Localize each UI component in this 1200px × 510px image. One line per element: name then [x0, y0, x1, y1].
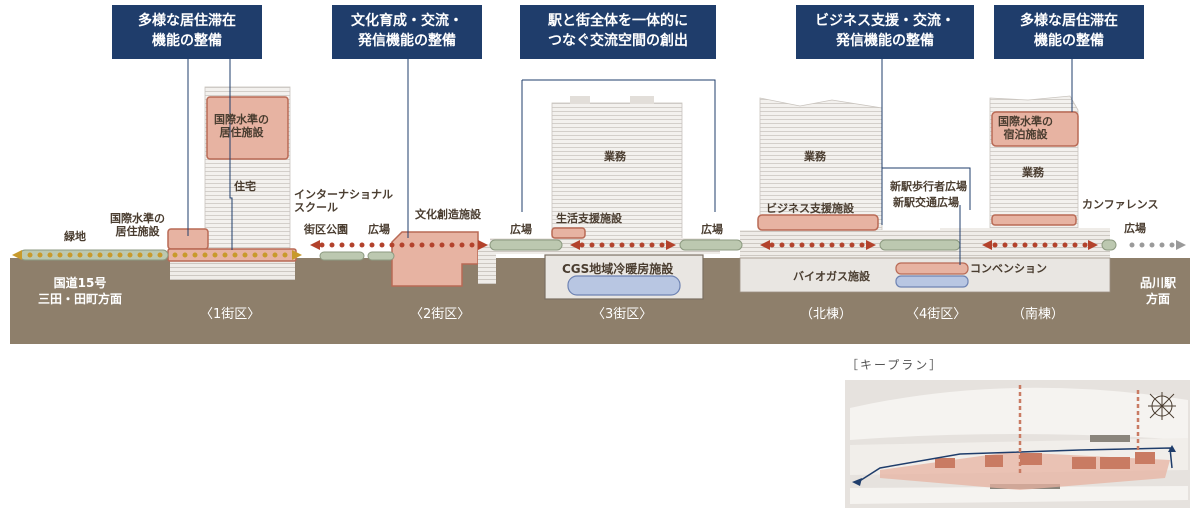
label-housing: 住宅 [234, 180, 256, 193]
label-office-north: 業務 [804, 150, 826, 163]
convention-hall [895, 262, 969, 275]
culture-block [391, 231, 496, 287]
key-plan [845, 380, 1190, 508]
callout-residence-1: 多様な居住滞在 機能の整備 [112, 5, 262, 59]
label-intl-residence-tower: 国際水準の 居住施設 [214, 113, 269, 139]
tower-3 [490, 96, 720, 300]
district-south: （南棟） [1012, 307, 1065, 322]
label-convention: コンベンション [970, 262, 1047, 275]
label-shinagawa: 品川駅 方面 [1140, 276, 1177, 306]
leader-lines [187, 55, 1073, 265]
district-3: 〈3街区〉 [592, 307, 653, 322]
label-transport-plaza: 新駅交通広場 [893, 196, 959, 209]
district-2: 〈2街区〉 [410, 307, 471, 322]
label-intl-residence: 国際水準の 居住施設 [110, 212, 165, 238]
callout-culture: 文化育成・交流・ 発信機能の整備 [332, 5, 482, 59]
compass-icon [1148, 392, 1176, 420]
callout-station-link: 駅と街全体を一体的に つなぐ交流空間の創出 [520, 5, 716, 59]
label-office-south: 業務 [1022, 166, 1044, 179]
label-district-park: 街区公園 [304, 223, 348, 236]
label-route15: 国道15号 三田・田町方面 [38, 276, 123, 306]
district-north: （北棟） [800, 307, 853, 322]
green-paths [19, 239, 1117, 261]
label-office-3: 業務 [604, 150, 626, 163]
biogas-tank [895, 275, 969, 288]
label-life-support: 生活支援施設 [556, 212, 622, 225]
district-1: 〈1街区〉 [200, 307, 261, 322]
label-plaza-3a: 広場 [510, 223, 532, 236]
south-tower [940, 95, 1110, 258]
label-biogas: バイオガス施設 [793, 270, 870, 283]
flow-arrows [12, 240, 1186, 260]
label-intl-school: インターナショナル スクール [294, 188, 393, 214]
label-culture-facility: 文化創造施設 [415, 208, 481, 221]
label-cgs: CGS地域冷暖房施設 [562, 262, 674, 276]
label-intl-hotel: 国際水準の 宿泊施設 [998, 115, 1053, 141]
label-plaza-3b: 広場 [701, 223, 723, 236]
district-4: 〈4街区〉 [906, 307, 967, 322]
callout-residence-2: 多様な居住滞在 機能の整備 [994, 5, 1144, 59]
label-business-support: ビジネス支援施設 [766, 202, 854, 215]
label-greenery: 緑地 [64, 230, 86, 243]
keyplan-title: ［キープラン］ [846, 358, 944, 372]
label-plaza-south: 広場 [1124, 222, 1146, 235]
north-tower [740, 97, 940, 260]
label-pedestrian-plaza: 新駅歩行者広場 [890, 180, 967, 193]
callout-business: ビジネス支援・交流・ 発信機能の整備 [796, 5, 974, 59]
label-conference: カンファレンス [1082, 198, 1159, 211]
label-plaza-2a: 広場 [368, 223, 390, 236]
